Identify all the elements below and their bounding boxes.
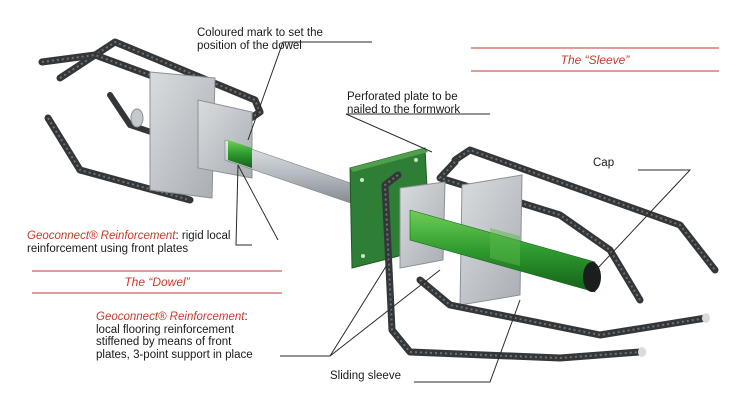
reinforcement-rigid-line-1: Geoconnect® Reinforcement: rigid local	[27, 230, 230, 243]
reinforcement-flooring-line-3: stiffened by means of front	[96, 336, 232, 348]
perforated-plate-line-1: Perforated plate to be	[347, 91, 458, 103]
cap-shape	[583, 262, 601, 292]
rebar-cage-right	[436, 146, 719, 304]
leader-lines	[235, 41, 692, 383]
label-reinforcement-flooring: Geoconnect® Reinforcement: local floorin…	[96, 311, 253, 361]
reinforcement-brand: Geoconnect® Reinforcement	[27, 230, 176, 242]
coloured-mark	[228, 140, 252, 168]
perforated-plate-line-2: nailed to the formwork	[347, 103, 461, 116]
coloured-mark-line-1: Coloured mark to set the	[197, 27, 323, 39]
label-perforated-plate: Perforated plate to be nailed to the for…	[347, 91, 460, 116]
section-sleeve: The “Sleeve”	[560, 53, 630, 67]
coloured-mark-line-2: position of the dowel	[197, 39, 302, 52]
label-reinforcement-rigid: Geoconnect® Reinforcement: rigid local r…	[27, 230, 230, 255]
label-sliding-sleeve: Sliding sleeve	[330, 370, 401, 382]
reinforcement-rigid-text: : rigid local	[175, 230, 231, 242]
reinforcement-flooring-line-2: local flooring reinforcement	[96, 323, 235, 336]
reinforcement-flooring-line-1: Geoconnect® Reinforcement:	[96, 311, 253, 324]
reinforcement-flooring-colon: :	[244, 311, 248, 323]
label-coloured-mark: Coloured mark to set the position of the…	[197, 27, 323, 52]
section-dowel: The “Dowel”	[124, 275, 190, 289]
reinforcement-flooring-line-4: plates, 3-point support in place	[96, 348, 253, 361]
rebar-front-right	[381, 171, 710, 362]
reinforcement-brand-2: Geoconnect® Reinforcement	[96, 311, 245, 323]
label-cap: Cap	[593, 157, 615, 169]
reinforcement-rigid-line-2: reinforcement using front plates	[27, 242, 189, 255]
